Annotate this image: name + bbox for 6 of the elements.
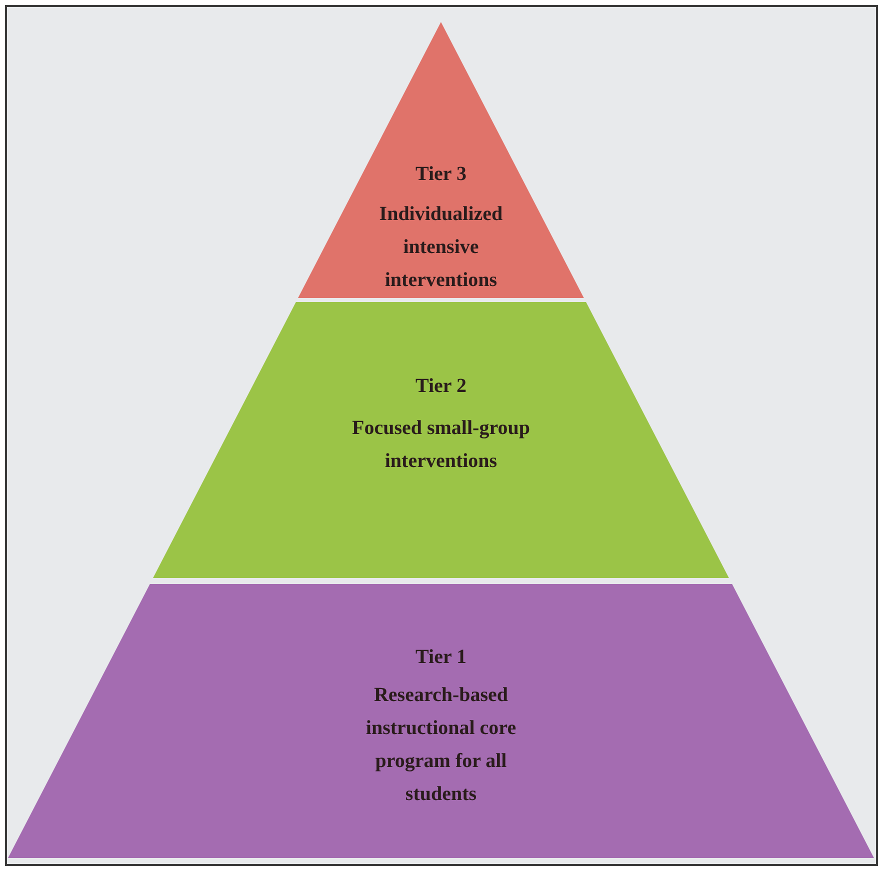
tier-description: Individualized intensive interventions — [378, 202, 504, 293]
tier-heading: Tier 1 — [414, 645, 468, 670]
tier-description: Research-based instructional core program for all students — [364, 683, 518, 807]
tier-heading: Tier 2 — [414, 374, 468, 399]
tier-heading: Tier 3 — [414, 162, 468, 187]
tier-description: Focused small-group interventions — [350, 416, 531, 474]
